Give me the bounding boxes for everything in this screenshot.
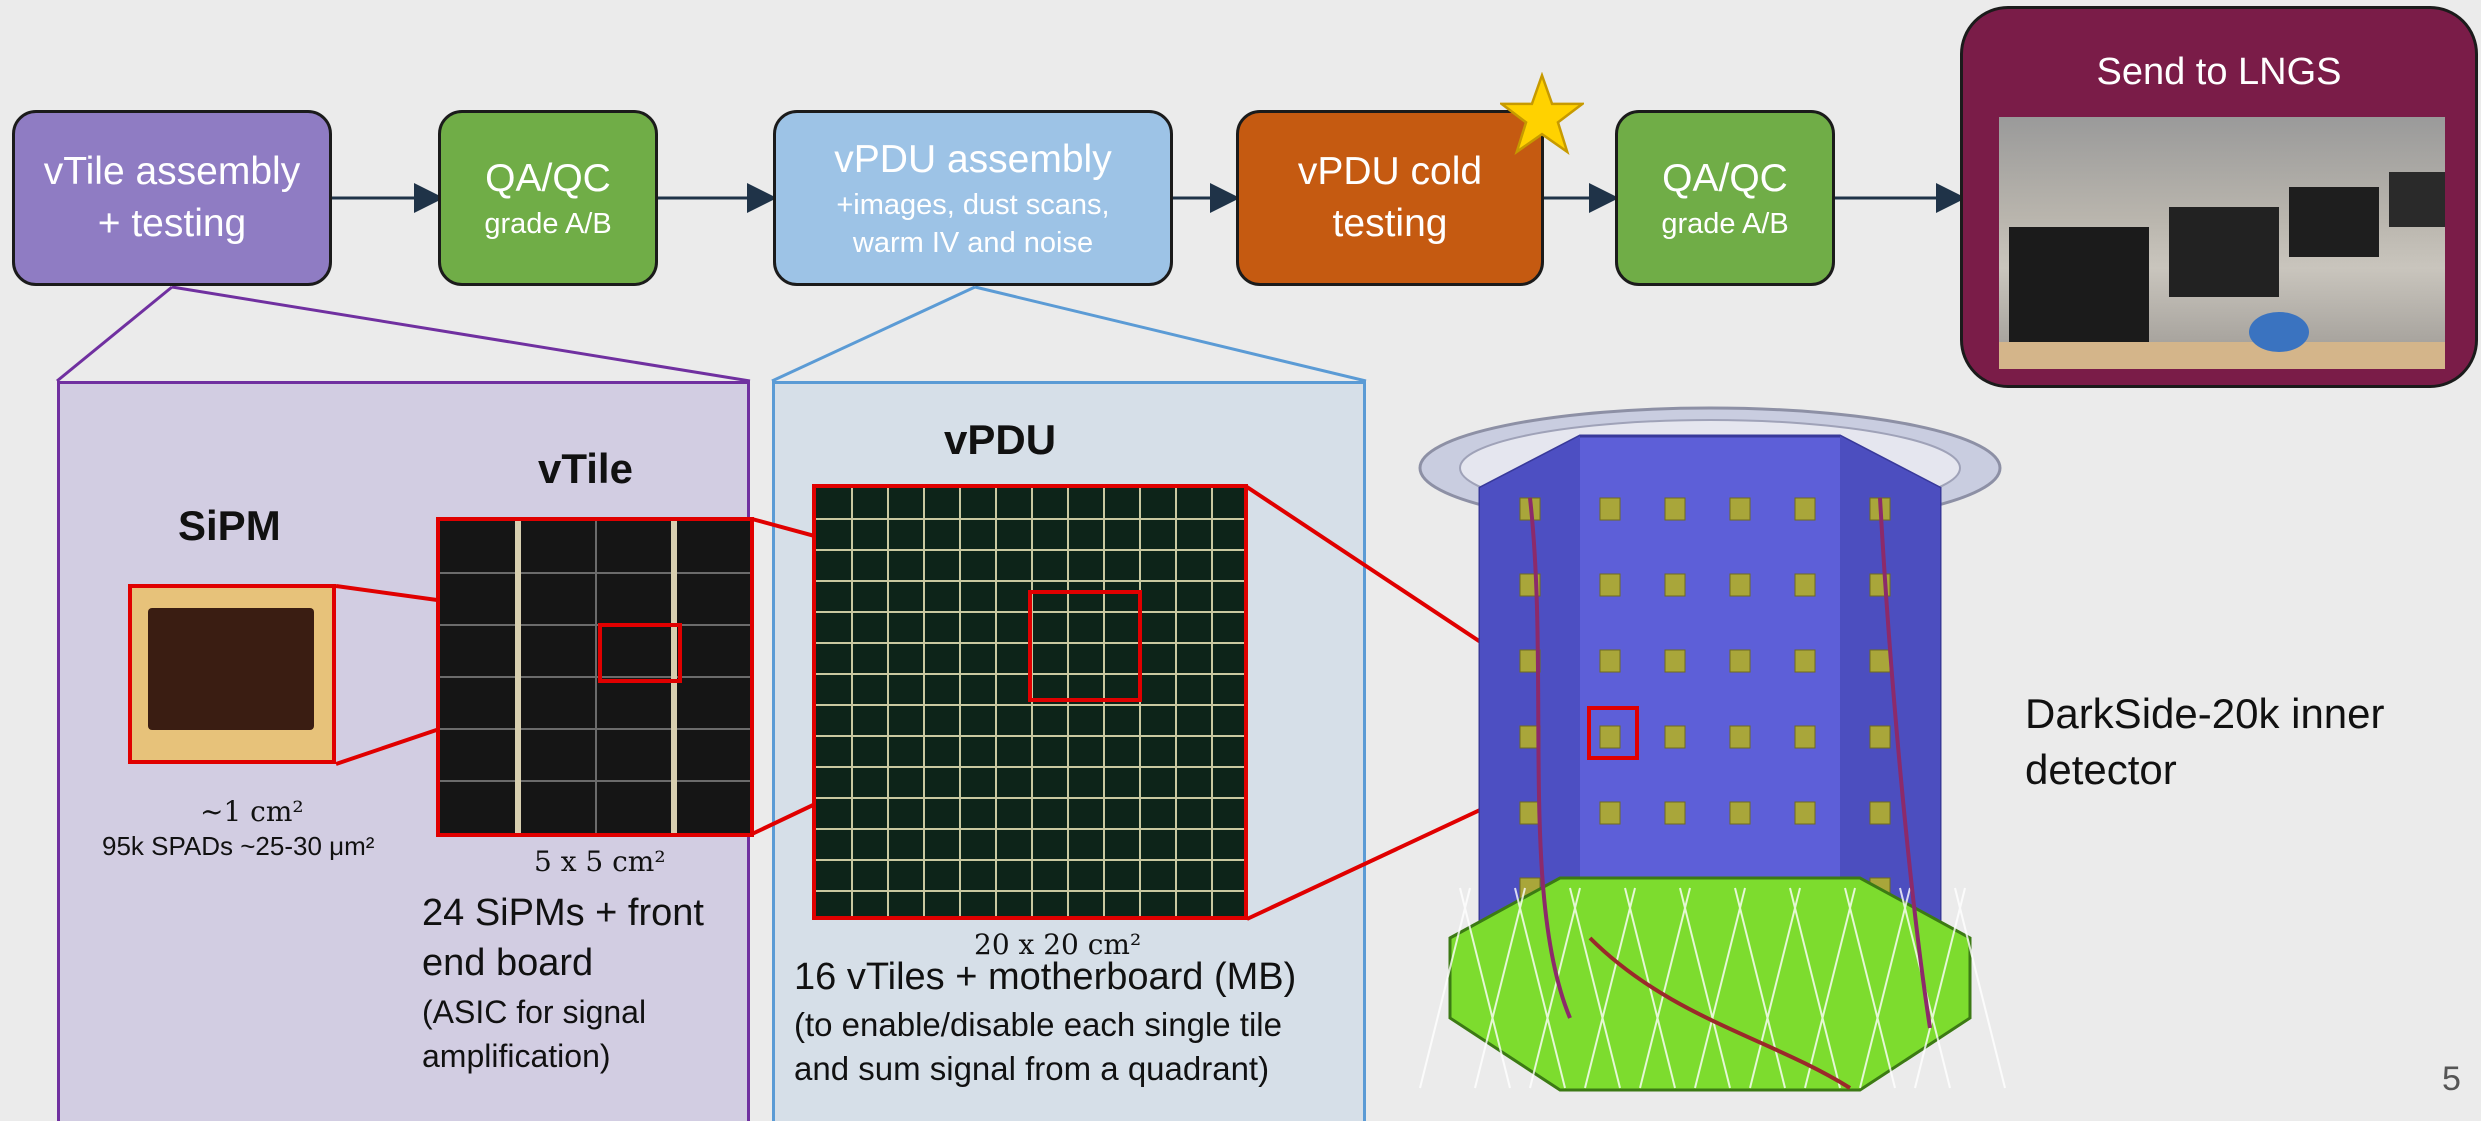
vtile-assembly-l2: + testing bbox=[97, 202, 247, 245]
qaqc-1-l1: QA/QC bbox=[485, 157, 611, 200]
page-number: 5 bbox=[2442, 1060, 2461, 1098]
vtile-desc-2: end board bbox=[422, 942, 594, 984]
vpdu-photo bbox=[812, 484, 1248, 920]
detector-label-1: DarkSide-20k inner bbox=[2025, 690, 2385, 737]
vpdu-note-2: and sum signal from a quadrant) bbox=[794, 1050, 1270, 1087]
vtile-note-2: amplification) bbox=[422, 1038, 611, 1074]
vtile-assembly-l1: vTile assembly bbox=[43, 150, 301, 193]
vtile-dim: 5 x 5 cm² bbox=[534, 845, 666, 878]
vpdu-cold-l1: vPDU cold bbox=[1297, 150, 1483, 193]
qaqc-step-1: QA/QC grade A/B bbox=[438, 110, 658, 286]
vtile-note-1: (ASIC for signal bbox=[422, 994, 647, 1030]
vpdu-title: vPDU bbox=[944, 416, 1057, 463]
vtile-desc-1: 24 SiPMs + front bbox=[422, 892, 704, 934]
vpdu-note-1: (to enable/disable each single tile bbox=[794, 1006, 1282, 1043]
qaqc-2-l1: QA/QC bbox=[1662, 157, 1788, 200]
star-icon bbox=[1500, 72, 1584, 155]
sipm-photo bbox=[128, 584, 336, 764]
send-to-lngs-step: Send to LNGS bbox=[1960, 6, 2478, 388]
vtile-title: vTile bbox=[538, 445, 633, 492]
qaqc-2-l2: grade A/B bbox=[1661, 208, 1789, 240]
sipm-title: SiPM bbox=[178, 502, 281, 549]
sipm-spads: 95k SPADs ~25-30 μm² bbox=[102, 831, 375, 861]
sipm-area: ~1 cm² bbox=[200, 795, 304, 828]
vpdu-assembly-step: vPDU assembly +images, dust scans, warm … bbox=[773, 110, 1173, 286]
darkside-detector-illustration bbox=[1418, 406, 2006, 1092]
vpdu-dim: 20 x 20 cm² bbox=[974, 928, 1142, 961]
detector-label-2: detector bbox=[2025, 746, 2177, 793]
vpdu-cold-testing-step: vPDU cold testing bbox=[1236, 110, 1544, 286]
vpdu-assembly-l3: warm IV and noise bbox=[852, 227, 1094, 259]
send-to-lngs-title: Send to LNGS bbox=[2096, 51, 2342, 93]
vtile-photo bbox=[436, 517, 754, 837]
vtile-assembly-step: vTile assembly + testing bbox=[12, 110, 332, 286]
qaqc-1-l2: grade A/B bbox=[484, 208, 612, 240]
vpdu-cold-l2: testing bbox=[1332, 202, 1448, 245]
vpdu-desc: 16 vTiles + motherboard (MB) bbox=[794, 956, 1297, 998]
shipping-crates-photo bbox=[1999, 117, 2445, 369]
qaqc-step-2: QA/QC grade A/B bbox=[1615, 110, 1835, 286]
vpdu-assembly-l2: +images, dust scans, bbox=[836, 189, 1110, 221]
vpdu-assembly-l1: vPDU assembly bbox=[834, 138, 1112, 181]
